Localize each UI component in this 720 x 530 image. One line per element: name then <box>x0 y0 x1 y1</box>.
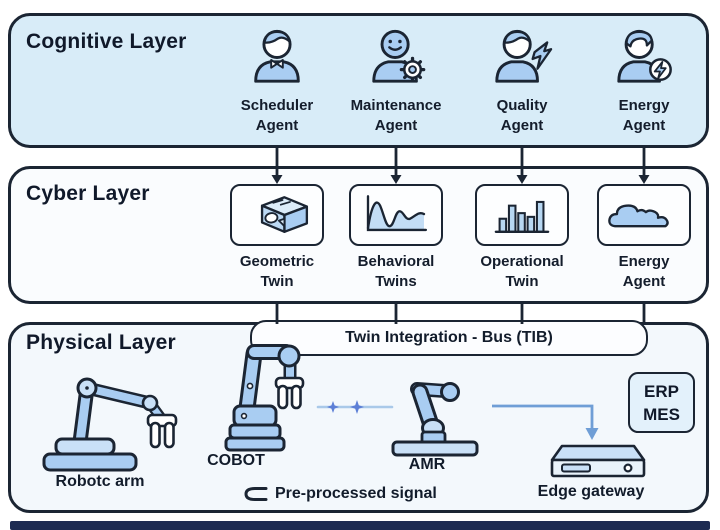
energy-agent-icon <box>613 25 675 94</box>
operational-twin-box <box>475 184 569 246</box>
geometric-twin-box <box>230 184 324 246</box>
amr-icon <box>391 382 479 457</box>
erp-label: ERP <box>644 381 679 401</box>
scheduler-agent-icon <box>246 25 308 94</box>
cognitive-layer-panel <box>8 13 709 148</box>
tib-label: Twin Integration - Bus (TIB) <box>345 329 553 346</box>
behavioral-twins-box <box>349 184 443 246</box>
geometric-twin-icon <box>260 196 309 233</box>
amr-label: AMR <box>408 456 446 473</box>
energy-agent-box <box>597 184 691 246</box>
behavioral-twins-icon <box>366 195 428 232</box>
robot-arm-label: Robotc arm <box>55 473 145 490</box>
quality-agent-icon <box>491 25 553 94</box>
mes-label: MES <box>643 404 680 424</box>
edge-gateway-label: Edge gateway <box>537 483 645 500</box>
legend-label: Pre-processed signal <box>275 485 437 502</box>
maintenance-agent-icon <box>367 25 429 94</box>
edge-gateway-icon <box>550 444 646 478</box>
robot-arm-icon <box>42 377 178 472</box>
cobot-label: COBOT <box>207 452 265 469</box>
energy-cloud-icon <box>608 204 669 228</box>
signal-bracket-icon <box>244 487 268 501</box>
bottom-border-bar <box>10 521 710 530</box>
cyber-layer-title: Cyber Layer <box>26 182 150 205</box>
erp-mes-box: ERP MES <box>628 372 695 433</box>
pre-processed-signal-legend: Pre-processed signal <box>242 485 437 503</box>
twin-integration-bus: Twin Integration - Bus (TIB) <box>250 320 648 356</box>
physical-layer-title: Physical Layer <box>26 331 176 354</box>
operational-twin-icon <box>494 200 550 233</box>
cognitive-layer-title: Cognitive Layer <box>26 30 187 53</box>
cobot-icon <box>224 344 305 452</box>
